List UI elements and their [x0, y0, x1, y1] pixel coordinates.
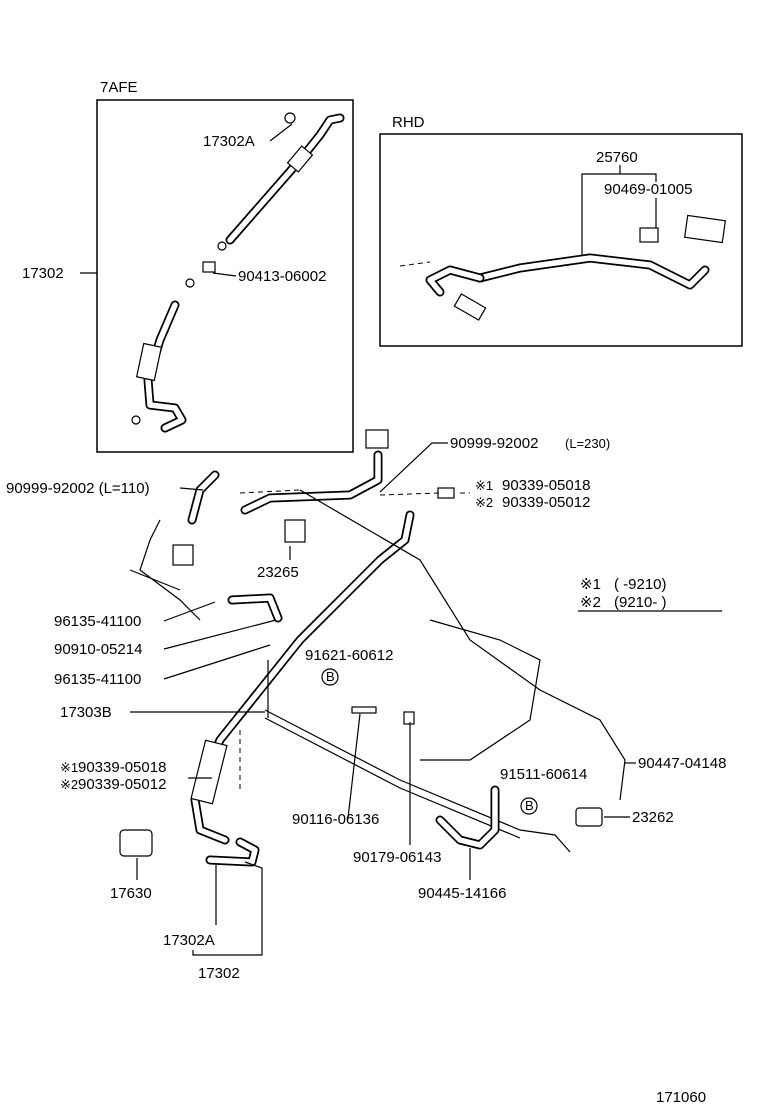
label-left-90339-05018: 90339-05018 — [78, 759, 166, 776]
label-91511-60614: 91511-60614 — [500, 766, 587, 783]
inset-7afe-part-90413: 90413-06002 — [238, 268, 326, 285]
inset-7afe-title: 7AFE — [100, 79, 138, 96]
label-90179-06143: 90179-06143 — [353, 849, 441, 866]
label-90116-06136: 90116-06136 — [292, 811, 379, 828]
inset-7afe-frame — [96, 99, 354, 453]
legend-row2-range: (9210- ) — [614, 594, 667, 611]
note2-marker-left: ※2 — [60, 777, 78, 792]
label-23265: 23265 — [257, 564, 299, 581]
label-90999-92002-110: 90999-92002 (L=110) — [6, 480, 150, 497]
label-note1-90339-05018: 90339-05018 — [502, 477, 590, 494]
inset-rhd-part-90469: 90469-01005 — [604, 181, 692, 198]
label-17630: 17630 — [110, 885, 152, 902]
label-17303b: 17303B — [60, 704, 112, 721]
label-23262: 23262 — [632, 809, 674, 826]
label-90910-05214: 90910-05214 — [54, 641, 142, 658]
bolt-marker-a: B — [326, 669, 335, 684]
label-91621-60612: 91621-60612 — [305, 647, 393, 664]
label-note2-90339-05012: 90339-05012 — [502, 494, 590, 511]
note1-marker-left: ※1 — [60, 760, 78, 775]
label-90447-04148: 90447-04148 — [638, 755, 726, 772]
inset-rhd-title: RHD — [392, 114, 425, 131]
legend-row1-range: ( -9210) — [614, 576, 667, 593]
label-17302a-bottom: 17302A — [163, 932, 215, 949]
label-90445-14166: 90445-14166 — [418, 885, 506, 902]
label-96135-41100-b: 96135-41100 — [54, 671, 141, 688]
note1-marker-a: ※1 — [475, 478, 493, 493]
inset-rhd: RHD 25760 90469-01005 — [379, 114, 743, 347]
callouts: 90999-92002 (L=230) 90999-92002 (L=110) … — [6, 435, 726, 982]
label-90999-92002-230: 90999-92002 — [450, 435, 538, 452]
bolt-marker-b: B — [525, 798, 534, 813]
label-96135-41100-a: 96135-41100 — [54, 613, 141, 630]
inset-rhd-part-25760: 25760 — [596, 149, 638, 166]
inset-7afe-part-17302a: 17302A — [203, 133, 255, 150]
diagram-number: 171060 — [656, 1089, 706, 1106]
label-left-90339-05012: 90339-05012 — [78, 776, 166, 793]
label-17302-bottom: 17302 — [198, 965, 240, 982]
legend-row2-mark: ※2 — [580, 594, 601, 611]
note2-marker-a: ※2 — [475, 495, 493, 510]
inset-7afe: 7AFE 17302A 17302 90413-06002 — [22, 79, 354, 453]
inset-rhd-frame — [379, 133, 743, 347]
main-assembly: B B — [119, 429, 626, 867]
inset-7afe-part-17302: 17302 — [22, 265, 64, 282]
legend: ※1 ( -9210) ※2 (9210- ) — [578, 576, 722, 612]
legend-row1-mark: ※1 — [580, 576, 601, 593]
label-90999-92002-230-length: (L=230) — [565, 436, 610, 451]
